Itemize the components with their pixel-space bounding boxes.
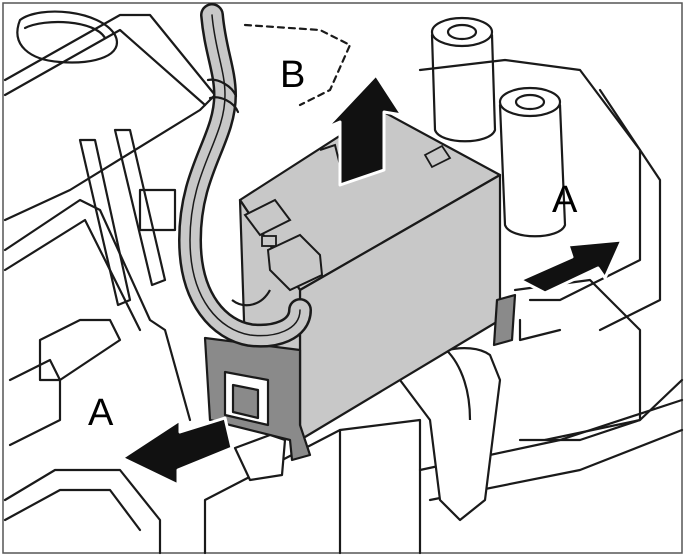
relay-terminal-2	[266, 233, 324, 292]
relay-component	[238, 108, 502, 442]
upper-bracket-edge	[3, 28, 207, 107]
lower-left-housing	[3, 468, 162, 555]
release-tab	[233, 433, 287, 482]
left-rail	[8, 358, 62, 447]
left-housing-edge	[3, 218, 142, 332]
wire-harness	[178, 3, 312, 348]
bottom-base	[203, 418, 422, 555]
relay-top-slot	[423, 144, 452, 169]
latch-strap	[398, 347, 502, 522]
right-clip	[492, 293, 517, 347]
right-step	[513, 278, 642, 442]
right-housing-edge	[598, 88, 662, 332]
left-mount-block	[138, 188, 177, 232]
left-rib-2	[113, 128, 167, 287]
upper-bracket	[3, 13, 217, 222]
label-b: B	[280, 54, 305, 96]
right-notch	[518, 318, 562, 342]
arrow-b-up	[324, 73, 404, 187]
lower-left-housing-edge	[3, 488, 142, 532]
label-a-left: A	[88, 392, 114, 434]
post-left-hole	[446, 23, 478, 41]
left-tab	[38, 318, 122, 382]
wire-lead	[231, 289, 271, 307]
post-left-top	[430, 16, 494, 48]
post-right-top	[498, 86, 562, 118]
relay-pin-slot	[261, 235, 277, 247]
left-rib-1	[78, 138, 132, 307]
arrow-a-left	[120, 416, 234, 487]
post-left	[430, 33, 497, 143]
left-clip-window-inner	[231, 383, 260, 420]
hidden-edge	[243, 23, 352, 107]
right-step-edge	[543, 378, 684, 442]
relay-terminal-1	[243, 198, 292, 237]
oval-housing	[16, 10, 118, 64]
post-right	[498, 103, 567, 238]
relay-top-notch	[319, 143, 341, 166]
post-right-hole	[514, 93, 546, 111]
label-a-right: A	[552, 179, 578, 221]
left-housing	[3, 198, 192, 422]
oval-housing-inner	[23, 20, 107, 40]
arrow-a-right	[518, 238, 624, 295]
